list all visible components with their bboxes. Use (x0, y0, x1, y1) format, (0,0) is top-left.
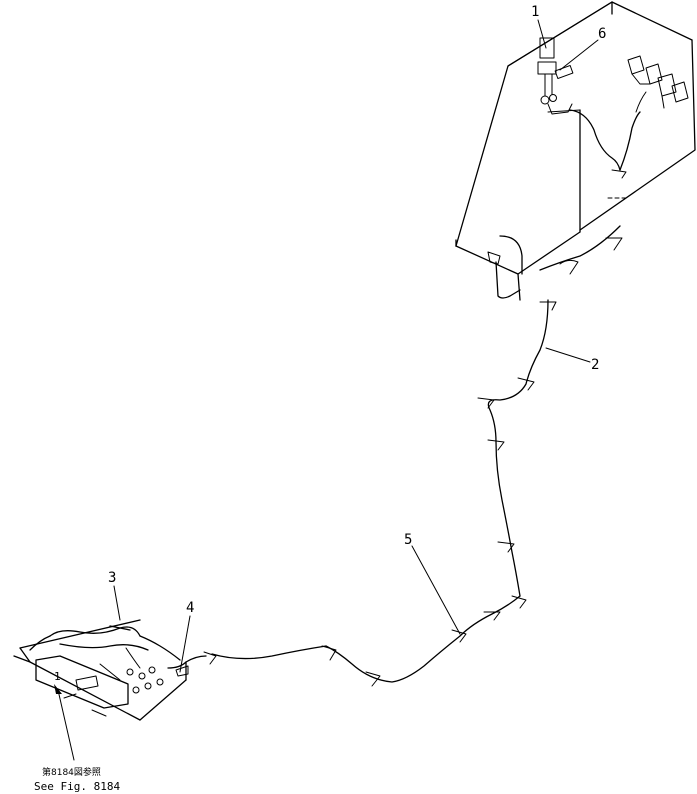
figure-reference-japanese: 第8184図参照 (42, 766, 101, 778)
relay-connectors (627, 55, 689, 113)
console-box (455, 1, 696, 301)
inner-label: 1 (54, 670, 61, 683)
leader-lines (54, 19, 599, 761)
harness-5 (203, 595, 521, 687)
figure-reference-english: See Fig. 8184 (34, 780, 120, 793)
callout-6: 6 (598, 26, 606, 42)
callout-4: 4 (186, 600, 194, 616)
callout-5: 5 (404, 532, 412, 548)
callout-2: 2 (591, 357, 599, 373)
harness-3 (29, 625, 181, 694)
switch-assembly (537, 37, 574, 115)
upper-harness (487, 109, 641, 275)
lower-left-assembly (13, 619, 187, 721)
callout-3: 3 (108, 570, 116, 586)
harness-4 (167, 655, 207, 677)
harness-2 (477, 299, 557, 609)
callout-1: 1 (531, 4, 539, 20)
